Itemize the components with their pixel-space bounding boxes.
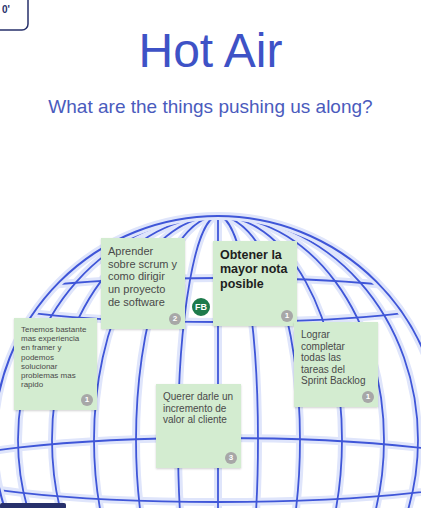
sticky-note: Lograr completar todas las tareas del Sp… xyxy=(294,322,378,407)
vote-count: 1 xyxy=(362,391,374,403)
note-text: Obtener la mayor nota posible xyxy=(220,248,290,291)
sticky-note: Aprender sobre scrum y como dirigir un p… xyxy=(101,238,185,329)
sticky-note: Querer darle un incremento de valor al c… xyxy=(156,384,241,468)
timer-text: 0' xyxy=(2,4,10,15)
vote-count: 1 xyxy=(281,310,293,322)
note-text: Tenemos bastante mas experiencia en fram… xyxy=(21,325,90,389)
note-text: Lograr completar todas las tareas del Sp… xyxy=(301,329,371,387)
board-title: Hot Air xyxy=(0,22,421,80)
timer-box xyxy=(0,0,28,30)
subtitle: What are the things pushing us along? xyxy=(0,96,421,118)
globe-outline xyxy=(0,216,421,508)
vote-count: 3 xyxy=(225,452,237,464)
note-text: Aprender sobre scrum y como dirigir un p… xyxy=(108,245,178,308)
vote-count: 1 xyxy=(81,394,93,406)
vote-count: 2 xyxy=(169,313,181,325)
toolbar-fragment xyxy=(0,503,66,508)
avatar-initials: FB xyxy=(195,302,207,312)
note-text: Querer darle un incremento de valor al c… xyxy=(163,391,234,426)
globe-lines xyxy=(0,200,421,508)
globe-outline-shadow xyxy=(0,216,421,508)
sticky-note: Tenemos bastante mas experiencia en fram… xyxy=(14,318,97,410)
user-avatar: FB xyxy=(190,296,212,318)
sticky-note: Obtener la mayor nota posible 1 xyxy=(213,241,297,326)
